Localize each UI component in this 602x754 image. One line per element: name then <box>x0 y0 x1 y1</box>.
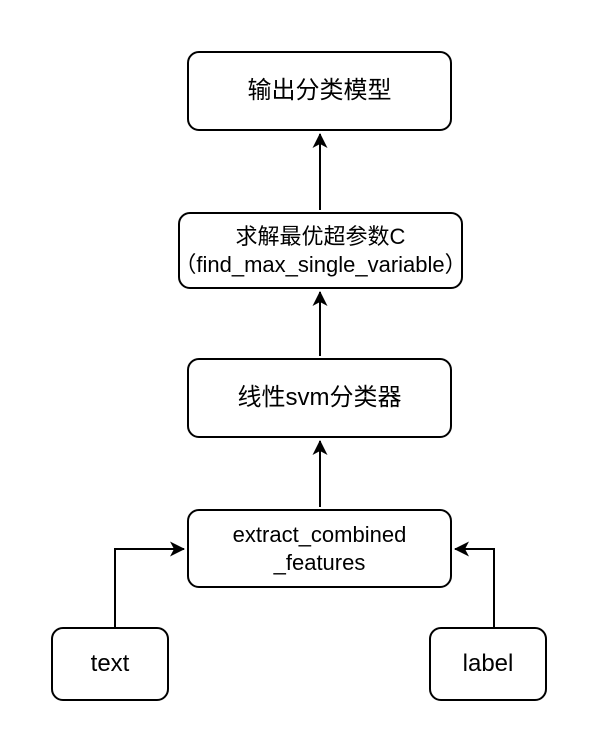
node-text: text <box>51 627 169 701</box>
node-solve-optimal-hyperparameter: 求解最优超参数C （find_max_single_variable） <box>174 212 467 289</box>
node-text-label: text <box>90 650 130 677</box>
node-label: label <box>429 627 547 701</box>
node-output-classification-model: 输出分类模型 <box>187 51 452 131</box>
node-output-classification-model-label: 输出分类模型 <box>247 77 392 104</box>
node-extract-combined-features-label-line2: _features <box>273 549 366 575</box>
node-linear-svm-classifier-label: 线性svm分类器 <box>237 384 402 411</box>
edge-label-to-extract-arrow <box>454 541 495 627</box>
node-solve-optimal-hyperparameter-label-line2: （find_max_single_variable） <box>174 251 467 277</box>
node-linear-svm-classifier: 线性svm分类器 <box>187 358 452 438</box>
node-label-label: label <box>462 650 514 677</box>
node-extract-combined-features-label-line1: extract_combined <box>232 521 407 547</box>
node-extract-combined-features: extract_combined _features <box>187 509 452 588</box>
node-solve-optimal-hyperparameter-label-line1: 求解最优超参数C <box>235 223 406 249</box>
edge-text-to-extract-arrow <box>114 541 185 627</box>
